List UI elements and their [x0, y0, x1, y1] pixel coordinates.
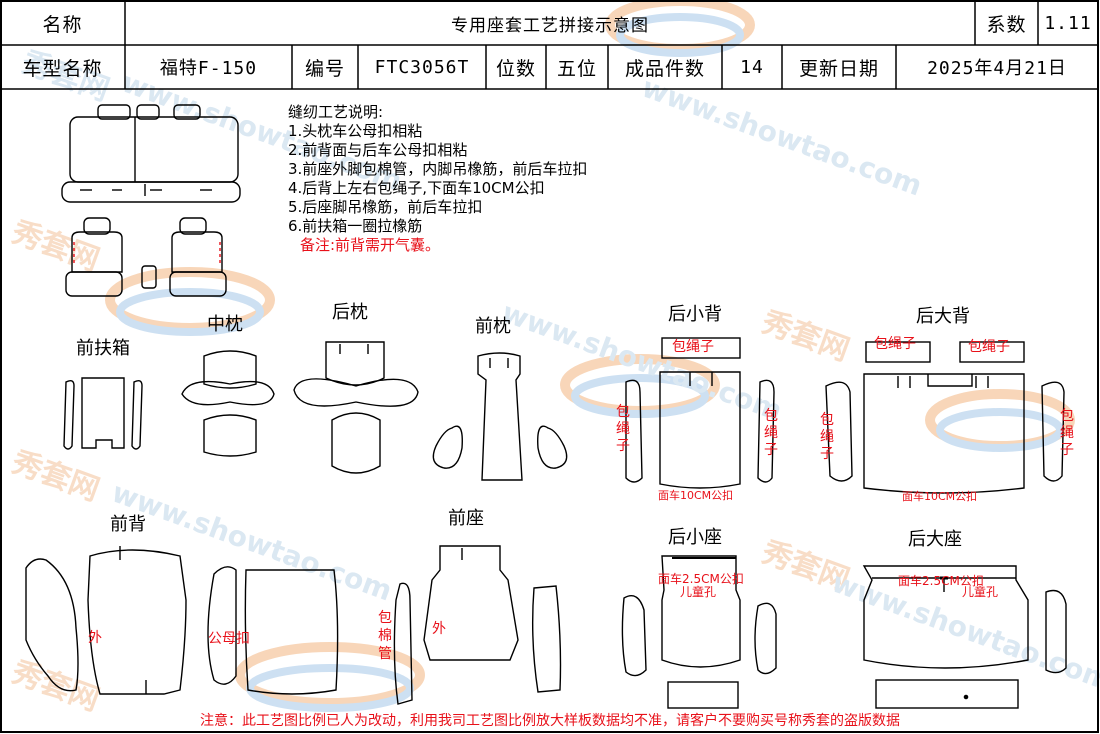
note-line-2: 2.前背面与后车公母扣相粘 — [288, 141, 468, 159]
piece-rear-small-seat — [621, 555, 777, 709]
notes-remark: 备注:前背需开气囊。 — [300, 236, 441, 254]
piece-middle-headrest — [181, 350, 275, 457]
watermark-logo — [105, 267, 275, 336]
page-title: 专用座套工艺拼接示意图 — [451, 15, 649, 36]
annotation-char: 子 — [616, 438, 630, 454]
watermark-brand: 秀套网 — [6, 654, 103, 718]
seats-value: 五位 — [556, 57, 597, 80]
piece-front-seat — [393, 545, 562, 705]
label-rear-small-back: 后小背 — [668, 304, 722, 325]
annotation-char: 包 — [764, 408, 778, 424]
piece-front-back — [25, 546, 339, 695]
annotation-seat-hook-small: 面车2.5CM公扣 — [658, 571, 744, 586]
note-line-1: 1.头枕车公母扣相粘 — [288, 122, 423, 140]
piece-rear-large-seat — [862, 565, 1067, 709]
model-value: 福特F-150 — [159, 58, 258, 79]
annotation-rope-large-back-left: 包绳子 — [874, 336, 916, 352]
piece-rear-large-back — [825, 341, 1065, 494]
annotation-hook-small-back: 面车10CM公扣 — [658, 488, 733, 502]
annotation-rope-small-back: 包绳子 — [672, 339, 714, 355]
label-rear-small-seat: 后小座 — [668, 527, 722, 548]
pieces-value: 14 — [740, 56, 764, 78]
code-label: 编号 — [304, 57, 345, 80]
annotation-char: 子 — [1060, 442, 1074, 458]
annotation-char: 绳 — [820, 429, 834, 445]
annotation-char: 包 — [1060, 408, 1074, 424]
label-rear-headrest: 后枕 — [332, 302, 368, 323]
sewing-notes: 缝纫工艺说明: 1.头枕车公母扣相粘 2.前背面与后车公母扣相粘 3.前座外脚包… — [288, 103, 587, 255]
annotation-char: 管 — [378, 646, 392, 662]
piece-rear-small-back — [625, 337, 775, 489]
seat-overview — [61, 104, 241, 297]
annotation-char: 包 — [616, 404, 630, 420]
annotation-cotton-tube: 包 棉 管 — [378, 610, 392, 662]
annotation-rope-vertical-1: 包 绳 子 — [616, 404, 630, 454]
footer-warning: 注意：此工艺图比例已人为改动，利用我司工艺图比例放大样板数据均不准，请客户不要购… — [200, 713, 900, 729]
annotation-child-hole-small: 儿童孔 — [680, 584, 716, 599]
airbag-marks — [73, 242, 221, 266]
annotation-char: 绳 — [616, 421, 630, 437]
notes-title: 缝纫工艺说明: — [288, 103, 384, 121]
annotation-snap: 公母扣 — [208, 631, 250, 647]
annotation-rope-large-back-right: 包绳子 — [968, 339, 1010, 355]
annotation-rope-vertical-3: 包 绳 子 — [820, 412, 834, 462]
note-line-4: 4.后背上左右包绳子,下面车10CM公扣 — [288, 179, 545, 197]
label-front-headrest: 前枕 — [475, 316, 511, 337]
annotation-hook-large-back: 面车10CM公扣 — [902, 489, 977, 503]
date-label: 更新日期 — [798, 57, 879, 80]
annotation-char: 子 — [764, 442, 778, 458]
annotation-rope-vertical-4: 包 绳 子 — [1060, 408, 1074, 458]
code-value: FTC3056T — [374, 56, 470, 78]
label-front-seat: 前座 — [448, 508, 484, 529]
label-middle-headrest: 中枕 — [207, 314, 243, 335]
annotation-seat-hook-large: 面车2.5CM公扣 — [898, 573, 984, 588]
pieces-label: 成品件数 — [624, 57, 705, 80]
piece-front-armrest — [63, 377, 143, 450]
name-label: 名称 — [42, 13, 83, 36]
annotation-outer-front-seat: 外 — [432, 621, 446, 637]
model-label: 车型名称 — [22, 57, 103, 80]
annotation-char: 棉 — [378, 627, 392, 644]
watermark-logo — [925, 389, 1075, 452]
watermark-url: www.showtao.com — [108, 476, 397, 608]
annotation-rope-vertical-2: 包 绳 子 — [764, 408, 778, 458]
label-front-back: 前背 — [110, 514, 146, 535]
label-rear-large-back: 后大背 — [916, 306, 970, 327]
label-rear-large-seat: 后大座 — [908, 529, 962, 550]
annotation-char: 绳 — [1060, 425, 1074, 441]
date-value: 2025年4月21日 — [927, 58, 1067, 79]
coef-label: 系数 — [986, 13, 1027, 36]
watermark-brand: 秀套网 — [6, 214, 103, 278]
piece-rear-headrest — [293, 341, 419, 474]
note-line-6: 6.前扶箱一圈拉橡筋 — [288, 217, 423, 235]
note-line-3: 3.前座外脚包棉管，内脚吊橡筋，前后车拉扣 — [288, 160, 588, 178]
annotation-outer-front-back: 外 — [88, 630, 102, 646]
piece-front-headrest — [432, 352, 568, 481]
annotation-child-hole-large: 儿童孔 — [962, 584, 998, 599]
watermark-url: www.showtao.com — [638, 71, 927, 203]
seats-label: 位数 — [495, 57, 536, 80]
coef-value: 1.11 — [1044, 12, 1092, 34]
annotation-char: 子 — [820, 446, 834, 462]
annotation-char: 包 — [820, 412, 834, 428]
watermark-logo — [235, 642, 425, 712]
note-line-5: 5.后座脚吊橡筋，前后车拉扣 — [288, 198, 483, 216]
watermark-brand: 秀套网 — [756, 304, 853, 368]
watermark-brand: 秀套网 — [6, 444, 103, 508]
annotation-char: 绳 — [764, 425, 778, 441]
label-front-armrest: 前扶箱 — [76, 338, 130, 359]
annotation-char: 包 — [378, 610, 392, 626]
